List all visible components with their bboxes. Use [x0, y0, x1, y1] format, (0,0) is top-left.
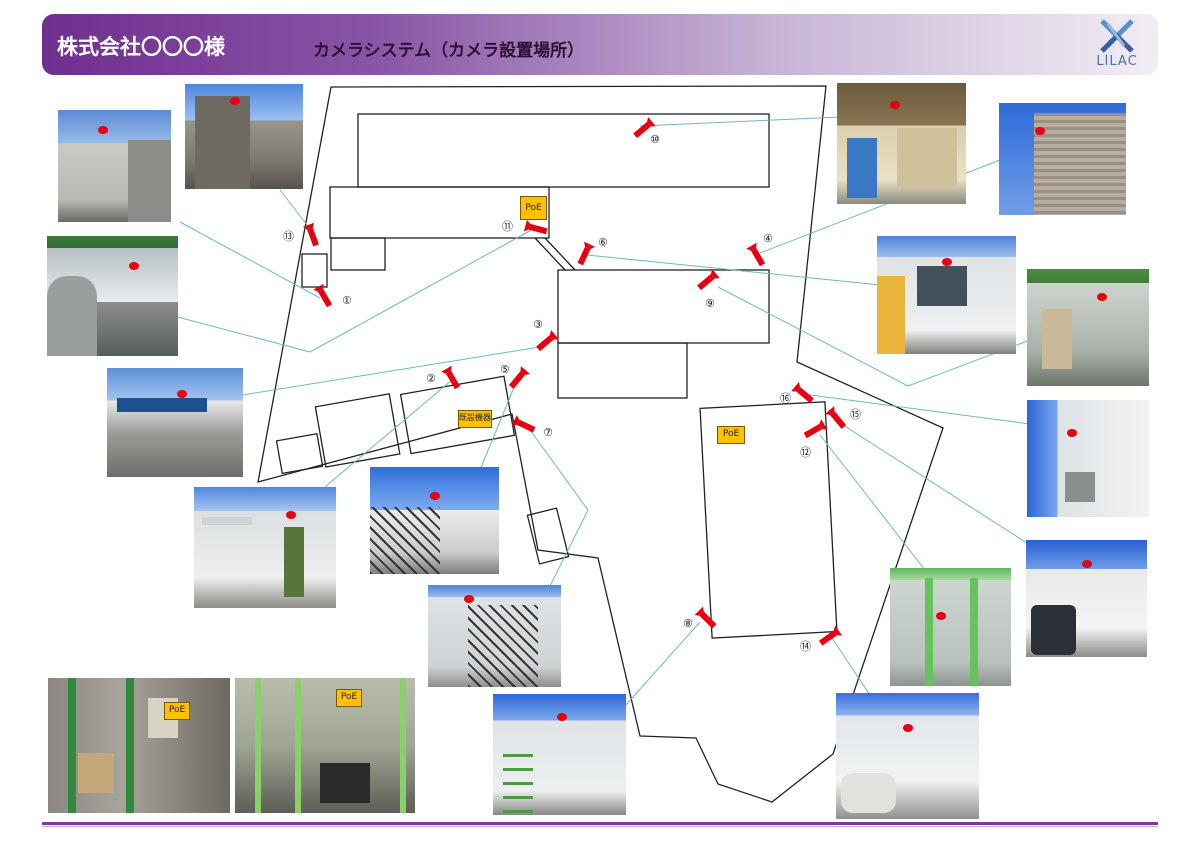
photo-poe-location-2: PoE — [235, 678, 415, 813]
camera-label-12: ⑫ — [800, 446, 811, 459]
building-small-a — [330, 237, 386, 271]
building-low-4 — [526, 507, 570, 565]
camera-3-icon — [536, 330, 559, 352]
camera-10-icon — [633, 117, 656, 139]
building-center-annex — [557, 342, 688, 399]
camera-1-icon — [313, 283, 333, 308]
title-banner — [42, 14, 1158, 75]
photo-camera-1 — [58, 110, 171, 222]
photo-camera-9 — [1027, 269, 1149, 386]
camera-label-1: ① — [342, 294, 352, 307]
camera-6-icon — [577, 241, 595, 266]
photo-camera-7 — [428, 585, 561, 687]
camera-label-3: ③ — [533, 318, 543, 331]
photo-camera-8 — [493, 694, 626, 815]
camera-label-10: ⑩ — [650, 133, 660, 146]
site-boundary — [257, 85, 944, 803]
photo-camera-5 — [370, 467, 499, 574]
poe-tag-office: PoE — [520, 196, 547, 220]
camera-label-13: ⑬ — [283, 230, 294, 243]
photo-camera-16 — [1027, 400, 1149, 517]
photo-poe-location-1: PoE — [48, 678, 230, 813]
building-low-1 — [275, 433, 324, 475]
footer-rule-thin — [42, 826, 1158, 827]
logo-text: LILAC — [1096, 54, 1138, 69]
photo-camera-2 — [194, 487, 336, 608]
camera-markers — [302, 117, 847, 646]
building-office — [329, 186, 550, 239]
page-title: 株式会社〇〇〇様 — [57, 35, 225, 59]
camera-label-2: ② — [426, 372, 436, 385]
building-low-2 — [314, 393, 401, 468]
camera-label-6: ⑥ — [598, 236, 608, 249]
photo-camera-11 — [47, 236, 178, 356]
photo-camera-4 — [999, 103, 1126, 215]
camera-4-icon — [746, 242, 766, 267]
camera-label-9: ⑨ — [705, 297, 715, 310]
camera-15-icon — [825, 406, 847, 429]
camera-8-icon — [694, 606, 717, 629]
camera-14-icon — [818, 625, 843, 646]
camera-16-icon — [791, 382, 814, 404]
camera-7-icon — [511, 415, 536, 433]
photo-camera-14 — [836, 693, 979, 819]
camera-13-icon — [302, 222, 319, 247]
photo-camera-3 — [107, 368, 243, 477]
poe-tag-photo-2: PoE — [336, 689, 362, 707]
camera-11-icon — [523, 219, 548, 235]
building-top — [357, 113, 770, 188]
camera-label-16: ⑯ — [780, 392, 791, 405]
poe-tag-east: PoE — [717, 426, 745, 444]
lilac-logo: LILAC — [1094, 18, 1140, 74]
photo-camera-10 — [837, 83, 966, 204]
camera-label-15: ⑮ — [850, 408, 861, 421]
photo-camera-6 — [877, 236, 1016, 354]
building-east — [699, 401, 838, 639]
building-center — [557, 269, 770, 344]
camera-label-4: ④ — [763, 232, 773, 245]
page-subtitle: カメラシステム（カメラ設置場所） — [313, 41, 585, 61]
photo-camera-15 — [1026, 540, 1147, 657]
camera-label-5: ⑤ — [500, 363, 510, 376]
camera-2-icon — [441, 365, 461, 390]
building-small-b — [301, 253, 328, 288]
photo-camera-12 — [890, 568, 1011, 686]
camera-label-14: ⑭ — [800, 640, 811, 653]
logo-mark-icon — [1100, 19, 1134, 53]
camera-label-7: ⑦ — [543, 426, 553, 439]
camera-label-11: ⑪ — [502, 220, 513, 233]
camera-9-icon — [697, 269, 720, 291]
footer-rule — [42, 822, 1158, 825]
camera-label-8: ⑧ — [683, 617, 693, 630]
poe-tag-photo-1: PoE — [164, 702, 190, 720]
photo-camera-13 — [185, 84, 303, 189]
camera-5-icon — [508, 366, 530, 389]
building-low-3 — [399, 375, 516, 455]
camera-12-icon — [803, 419, 828, 439]
existing-equipment-tag: 既設機器 — [458, 410, 492, 428]
leader-lines — [169, 116, 1031, 707]
